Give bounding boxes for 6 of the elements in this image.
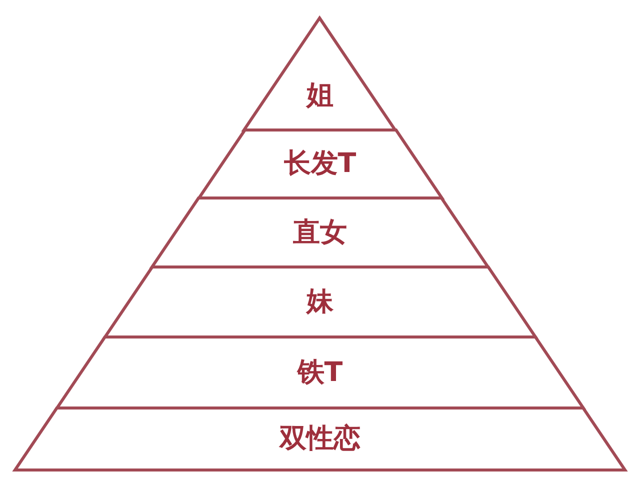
tier-label: 姐 [306,79,334,113]
tier-label: 直女 [292,216,347,250]
tier-label: 双性恋 [280,422,360,456]
tier-label: 妹 [306,285,334,319]
tier-label: 铁T [297,356,343,390]
tier-label: 长发T [284,147,356,181]
